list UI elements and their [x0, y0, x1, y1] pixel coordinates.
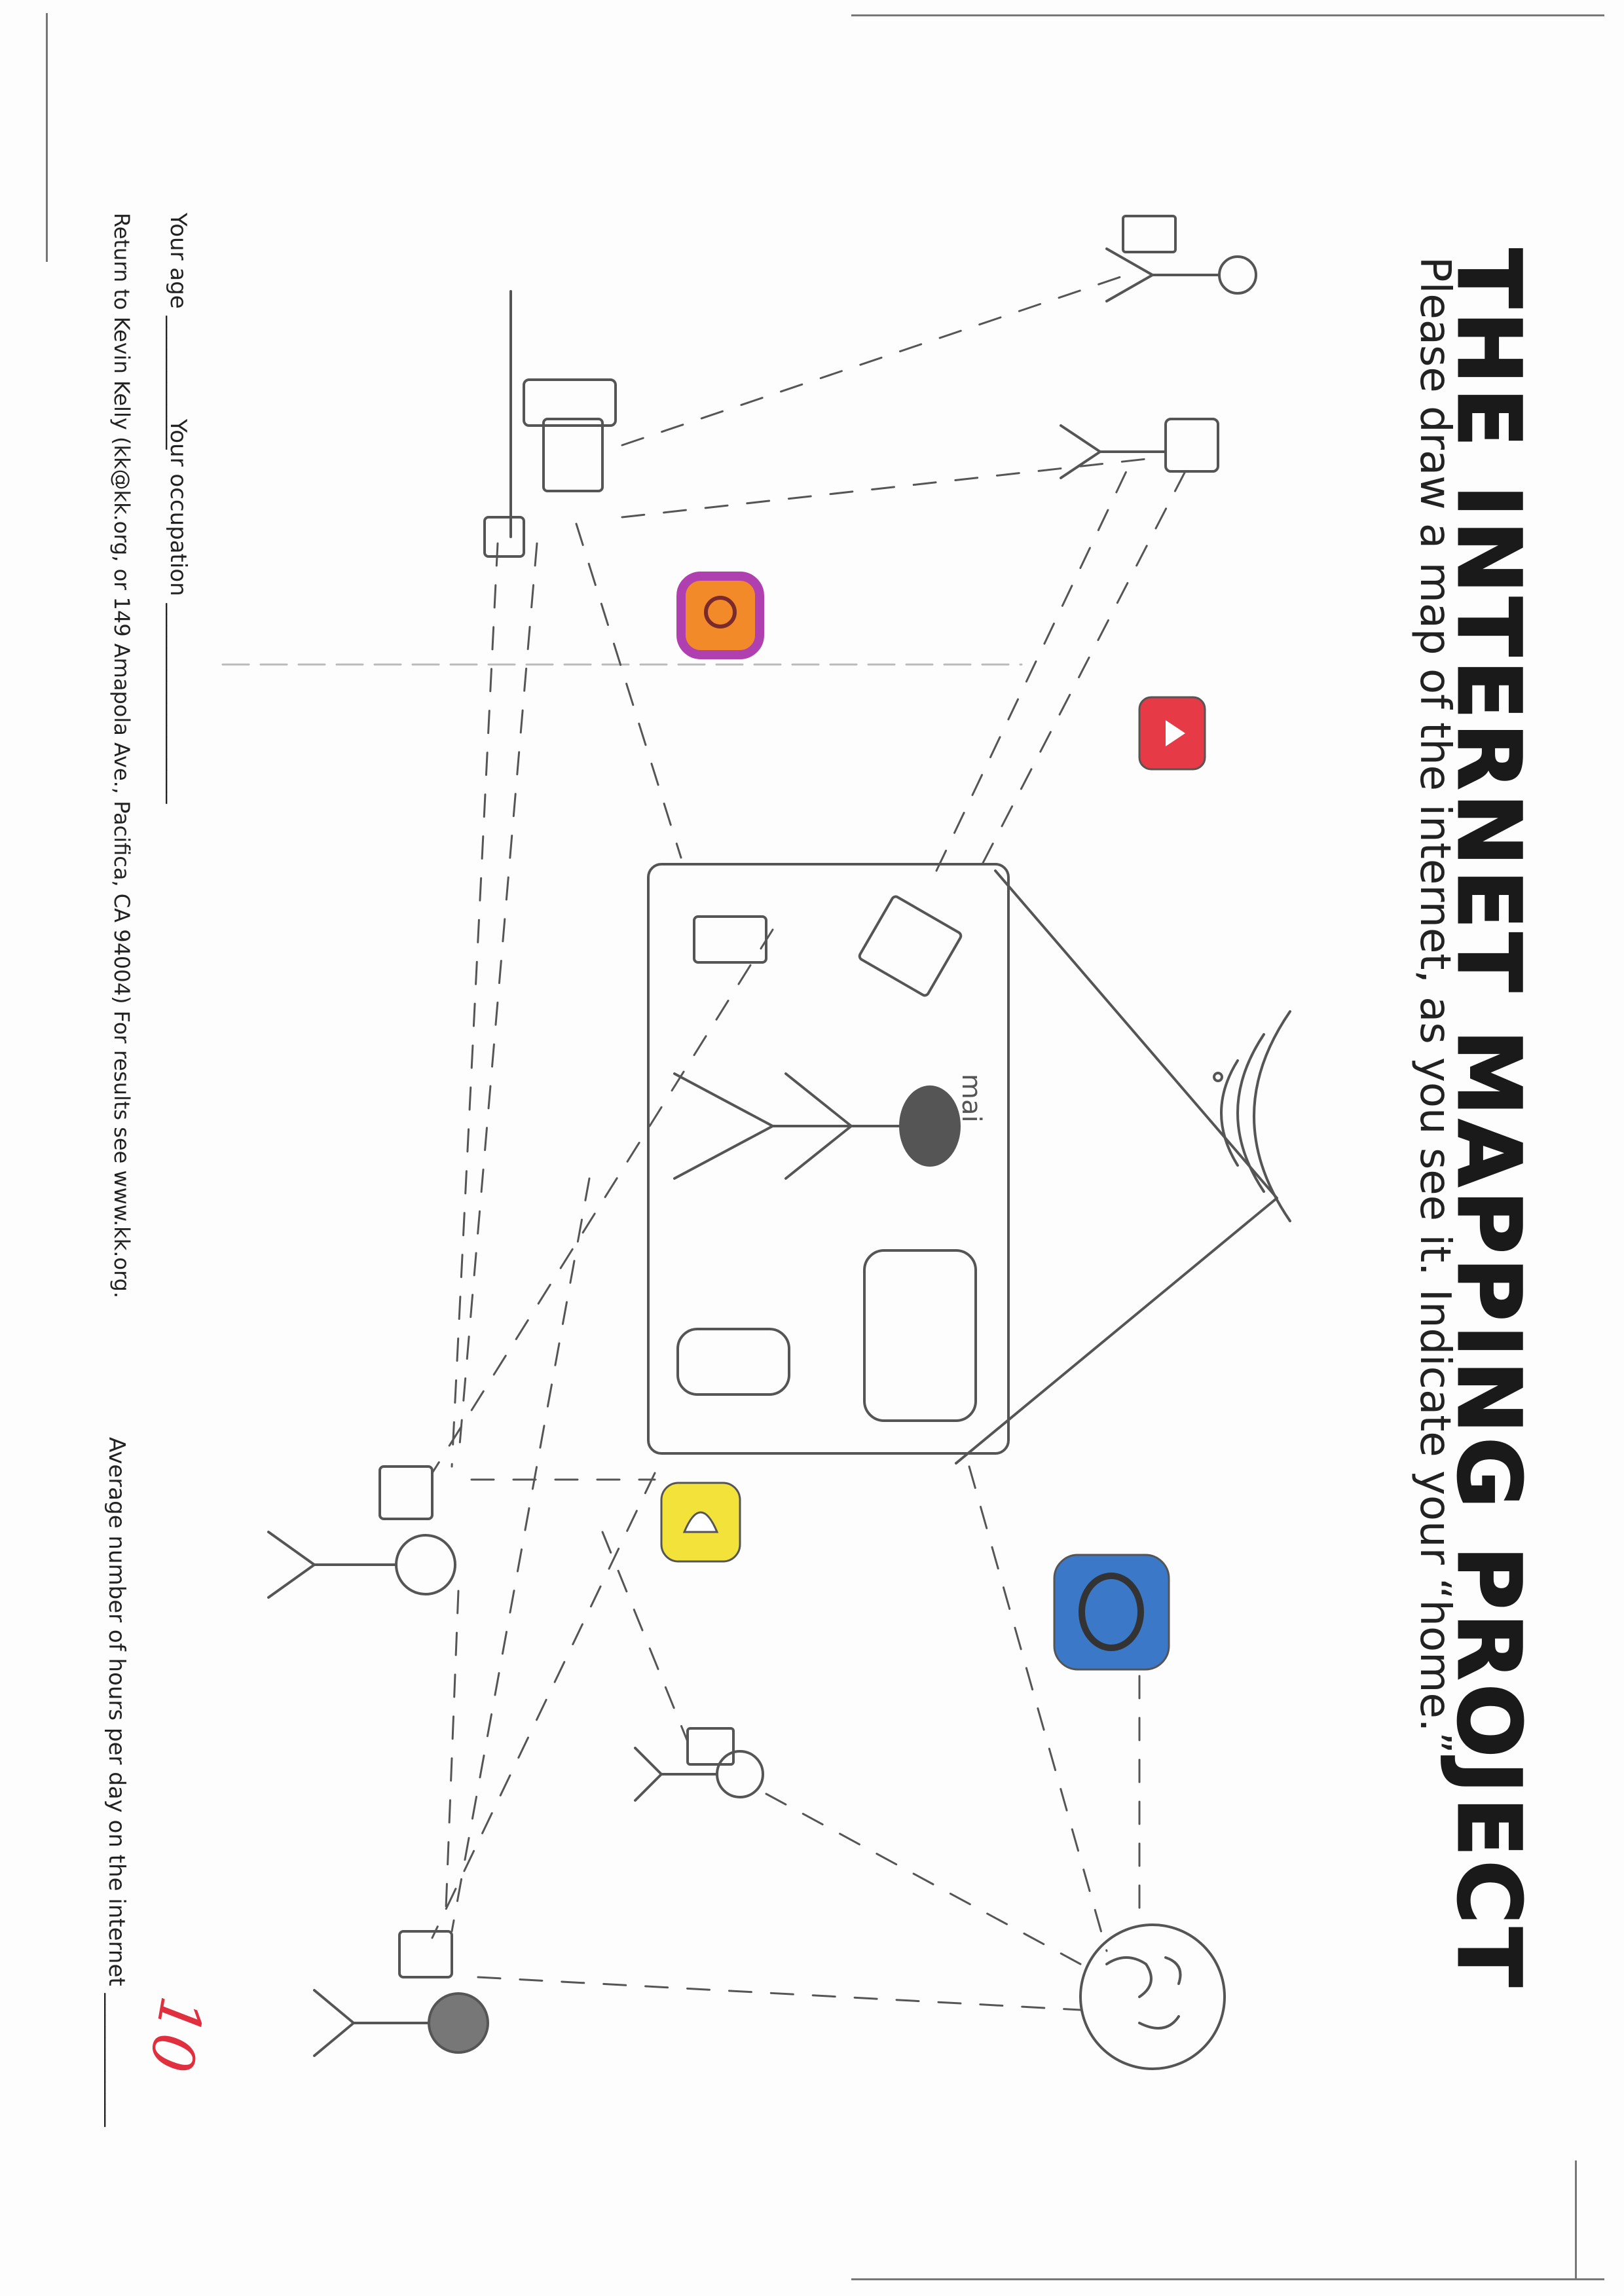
home-person	[673, 1072, 961, 1180]
home-person-head	[899, 1085, 961, 1167]
browser-icon	[1053, 1554, 1170, 1671]
person-top-right-2	[1060, 418, 1219, 479]
globe-icon	[1079, 1923, 1226, 2070]
home-house	[647, 863, 1278, 1465]
scan-edge-top	[851, 14, 1604, 16]
person-left-middle	[267, 1465, 456, 1599]
scan-edge-right	[1575, 2160, 1577, 2278]
home-house-roof	[955, 869, 1278, 1465]
instagram-icon	[676, 572, 764, 659]
network-links	[431, 274, 1187, 2011]
wifi-icon	[1213, 1010, 1291, 1222]
computer-desk	[483, 290, 617, 558]
home-house-body	[647, 863, 1010, 1455]
scan-edge-left	[46, 13, 48, 262]
person-top-right	[1105, 215, 1257, 302]
tv-device	[693, 915, 767, 964]
tablet-device	[863, 1249, 977, 1422]
person-center-bottom	[634, 1727, 764, 1802]
laptop-device	[858, 895, 963, 997]
phone-device	[676, 1328, 790, 1396]
home-person-label: mai	[956, 1074, 986, 1123]
person-bottom-left	[313, 1930, 489, 2057]
youtube-icon	[1138, 696, 1206, 771]
grader-score: 10	[135, 1991, 216, 2077]
snapchat-icon	[660, 1482, 741, 1563]
scan-edge-bottom	[851, 2278, 1604, 2280]
